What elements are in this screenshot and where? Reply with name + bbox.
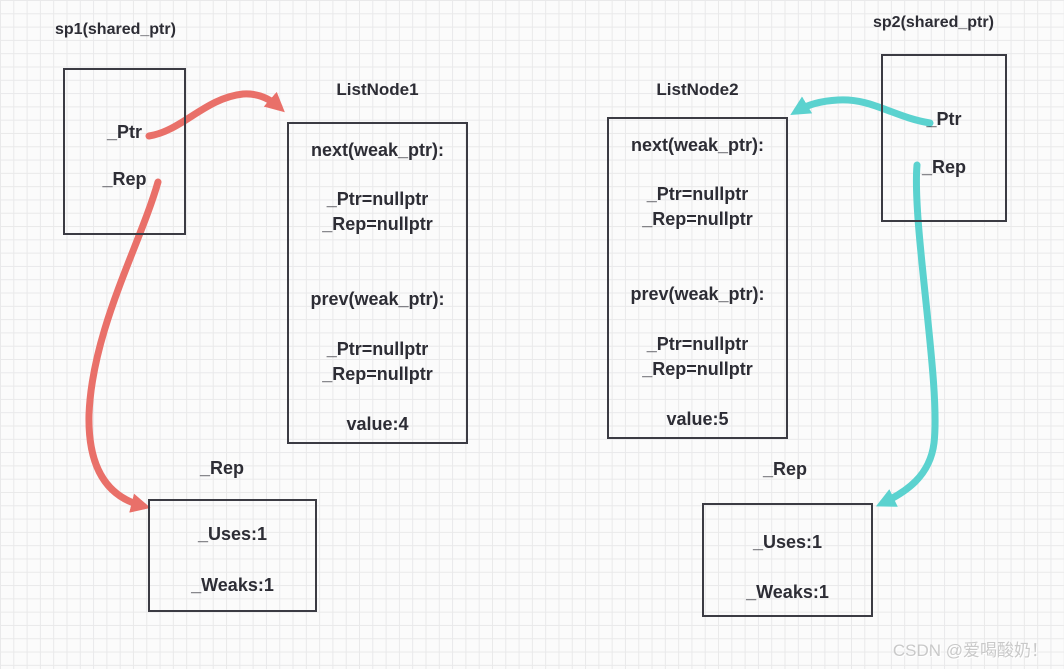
listnode2-prev-ptr: _Ptr=nullptr [646, 334, 749, 354]
listnode2-prev-header: prev(weak_ptr): [630, 284, 765, 304]
rep2-weaks: _Weaks:1 [746, 582, 829, 602]
listnode2-next-ptr: _Ptr=nullptr [646, 184, 749, 204]
listnode1-title: ListNode1 [336, 80, 419, 99]
csdn-watermark: CSDN @爱喝酸奶！ [892, 641, 1048, 660]
listnode2-box: next(weak_ptr): _Ptr=nullptr _Rep=nullpt… [607, 117, 788, 439]
sp2-rep-field: _Rep [921, 157, 966, 177]
listnode1-prev-rep: _Rep=nullptr [322, 364, 433, 384]
listnode1-next-header: next(weak_ptr): [310, 140, 445, 160]
listnode1-box: next(weak_ptr): _Ptr=nullptr _Rep=nullpt… [287, 122, 468, 444]
listnode1-next-ptr: _Ptr=nullptr [326, 189, 429, 209]
rep2-title: _Rep [763, 459, 808, 479]
listnode2-prev-rep: _Rep=nullptr [642, 359, 753, 379]
listnode2-next-rep: _Rep=nullptr [642, 209, 753, 229]
sp2-title: sp2(shared_ptr) [873, 14, 994, 31]
sp1-ptr-field: _Ptr [106, 122, 142, 142]
sp2-ptr-field: _Ptr [926, 109, 962, 129]
sp1-title: sp1(shared_ptr) [55, 21, 176, 38]
listnode1-prev-ptr: _Ptr=nullptr [326, 339, 429, 359]
rep1-weaks: _Weaks:1 [191, 575, 274, 595]
rep2-box: _Uses:1 _Weaks:1 [702, 503, 873, 617]
listnode2-value: value:5 [666, 409, 729, 429]
sp1-box: _Ptr _Rep [63, 68, 186, 235]
rep1-uses: _Uses:1 [197, 524, 268, 544]
sp1-rep-field: _Rep [102, 169, 147, 189]
listnode1-value: value:4 [346, 414, 409, 434]
listnode1-next-rep: _Rep=nullptr [322, 214, 433, 234]
listnode1-prev-header: prev(weak_ptr): [310, 289, 445, 309]
rep1-box: _Uses:1 _Weaks:1 [148, 499, 317, 612]
rep1-title: _Rep [200, 458, 245, 478]
sp2-box: _Ptr _Rep [881, 54, 1007, 222]
listnode2-next-header: next(weak_ptr): [630, 135, 765, 155]
listnode2-title: ListNode2 [656, 80, 739, 99]
rep2-uses: _Uses:1 [752, 532, 823, 552]
